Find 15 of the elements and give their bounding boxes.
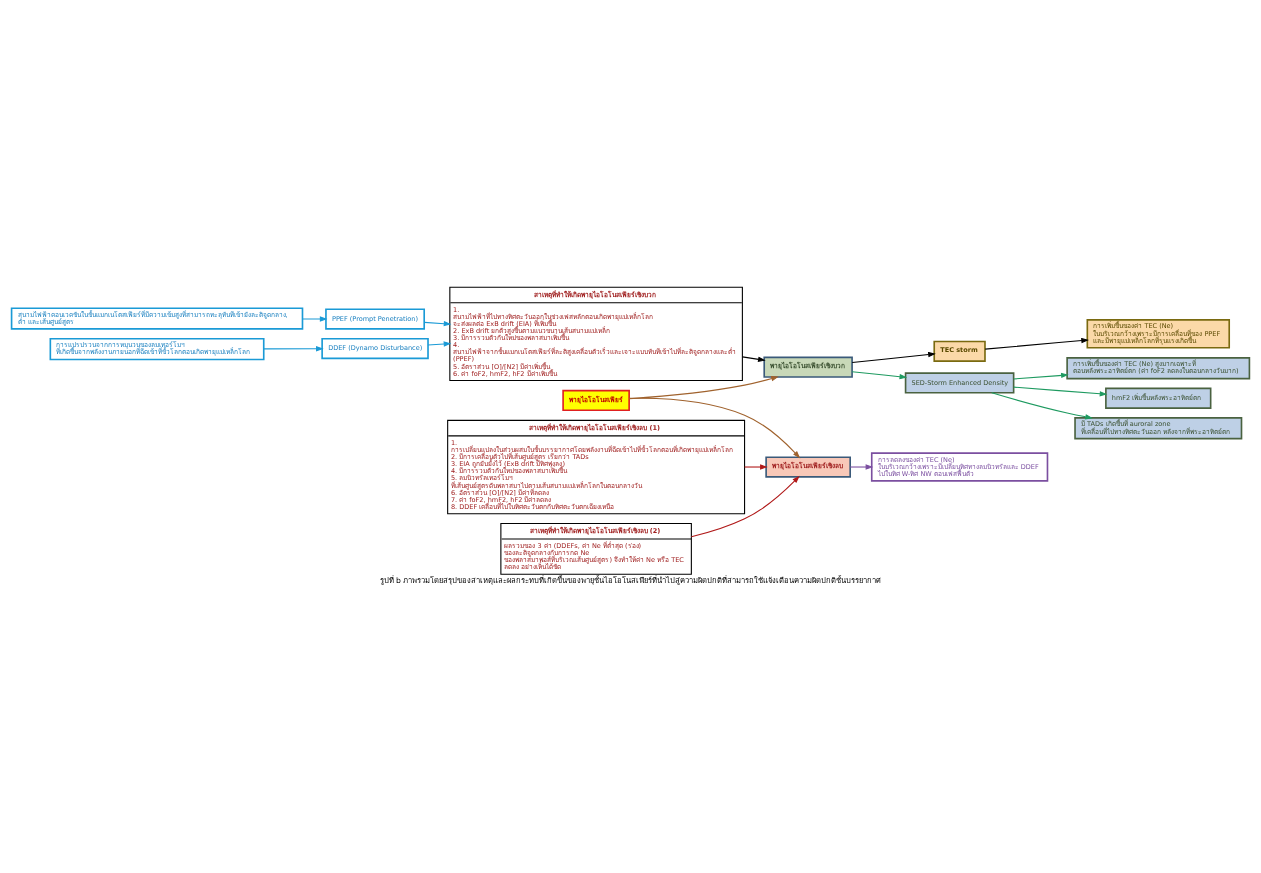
- arrow: [690, 475, 800, 537]
- arrow: [744, 463, 768, 470]
- arrow: [991, 391, 1093, 419]
- arrow: [302, 315, 328, 322]
- arrow: [423, 320, 452, 326]
- arrow: [851, 370, 908, 379]
- arrow: [427, 340, 452, 347]
- arrow: [263, 345, 324, 351]
- arrow: [851, 351, 936, 363]
- arrow: [1013, 386, 1108, 396]
- arrow: [741, 355, 766, 362]
- arrow: [984, 337, 1089, 350]
- arrow: [628, 397, 801, 458]
- arrow: [849, 463, 874, 470]
- arrow: [1013, 372, 1069, 379]
